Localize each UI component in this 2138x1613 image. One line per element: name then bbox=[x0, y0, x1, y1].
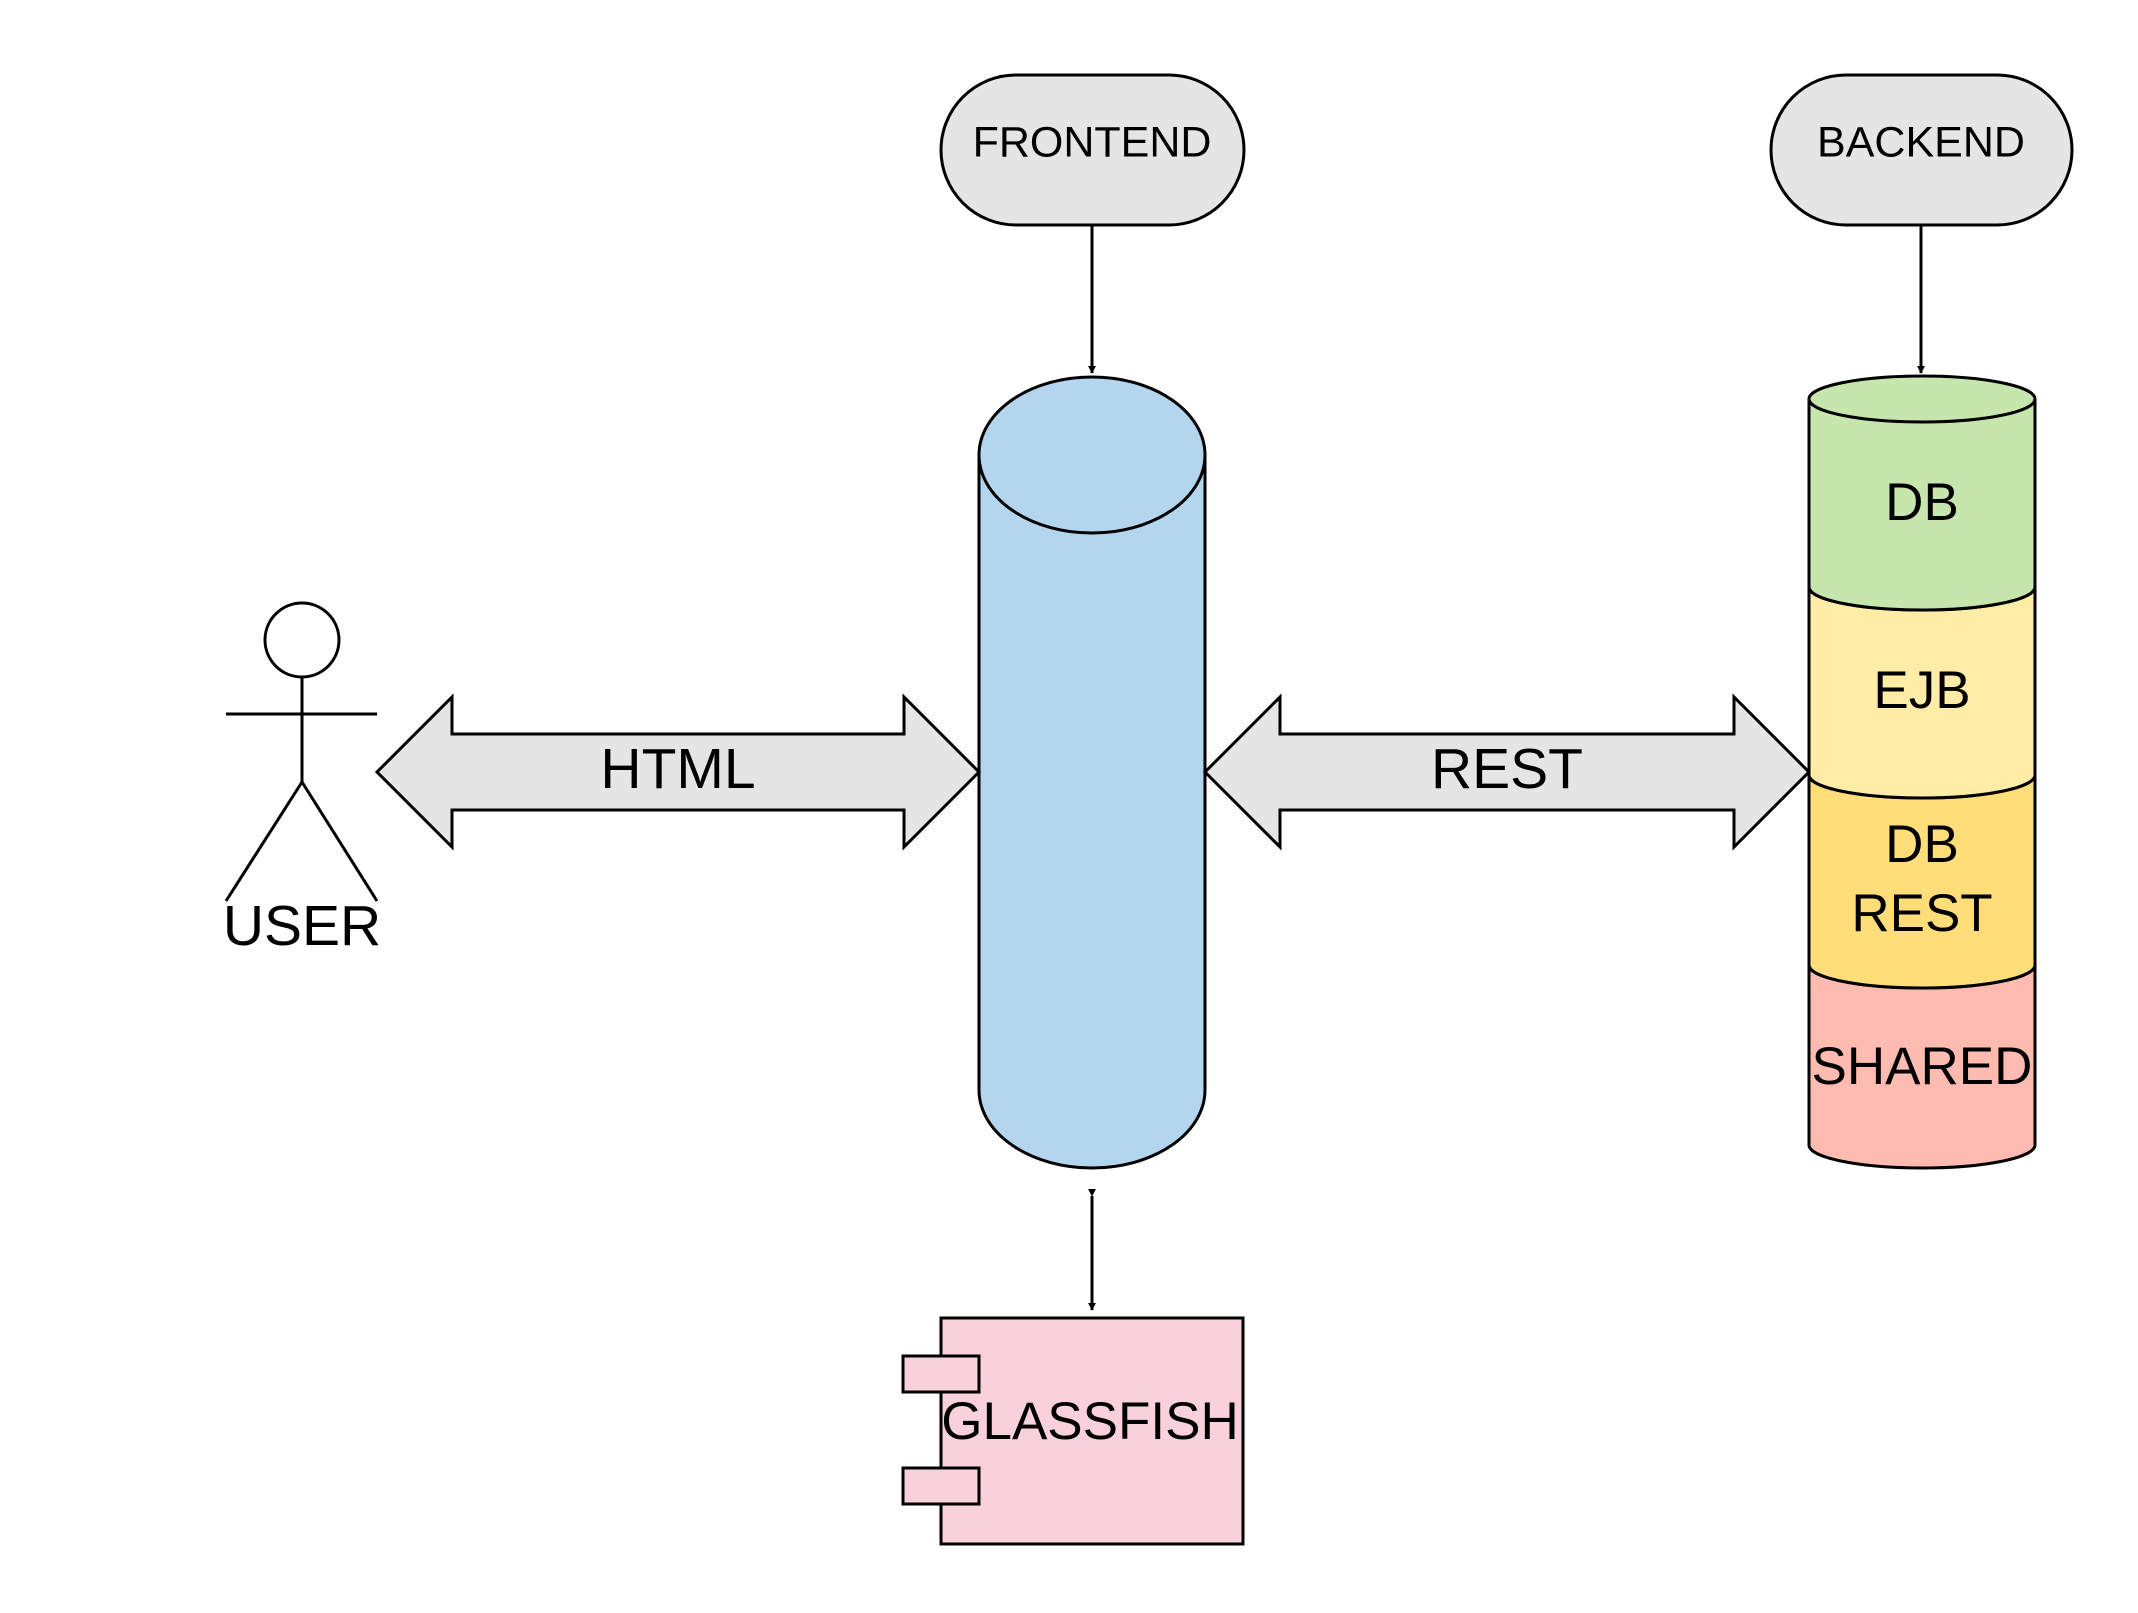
rest-double-arrow: REST bbox=[1202, 693, 1812, 851]
db-label: DB bbox=[1885, 473, 1959, 532]
ejb-cylinder-body bbox=[1807, 587, 2037, 800]
rest-label: REST bbox=[1431, 737, 1583, 801]
db-rest-cylinder-body bbox=[1807, 775, 2037, 990]
glassfish-component: GLASSFISH bbox=[901, 1316, 1245, 1546]
ejb-label: EJB bbox=[1873, 661, 1970, 720]
db-rest-label-line1: DB bbox=[1885, 815, 1959, 874]
user-head bbox=[263, 601, 341, 679]
user-right-leg bbox=[300, 781, 379, 902]
glassfish-component-body bbox=[939, 1316, 1245, 1546]
html-double-arrow: HTML bbox=[374, 693, 982, 851]
frontend-label: FRONTEND bbox=[973, 118, 1212, 166]
frontend-cylinder-body bbox=[977, 455, 1207, 1170]
backend-label: BACKEND bbox=[1817, 118, 2025, 166]
glassfish-label: GLASSFISH bbox=[941, 1392, 1238, 1451]
backend-terminal: BACKEND bbox=[1769, 73, 2074, 227]
user-actor: USER bbox=[223, 601, 381, 958]
db-cylinder: DB bbox=[1807, 374, 2037, 612]
glassfish-port-top bbox=[901, 1354, 981, 1394]
db-cylinder-body bbox=[1807, 399, 2037, 612]
user-label: USER bbox=[223, 894, 381, 958]
frontend-cylinder-top bbox=[977, 375, 1207, 535]
glassfish-port-bottom bbox=[901, 1466, 981, 1506]
db-rest-label-line2: REST bbox=[1851, 884, 1992, 943]
frontend-cylinder bbox=[977, 375, 1207, 1170]
user-left-leg bbox=[224, 781, 304, 902]
db-cylinder-top bbox=[1807, 374, 2037, 424]
shared-cylinder-body bbox=[1807, 965, 2037, 1170]
html-label: HTML bbox=[600, 737, 755, 801]
backend-stack: SHARED DB REST EJB DB bbox=[1807, 374, 2037, 1170]
frontend-terminal: FRONTEND bbox=[939, 73, 1246, 227]
html-arrow-shape bbox=[374, 693, 982, 851]
shared-label: SHARED bbox=[1812, 1037, 2033, 1096]
